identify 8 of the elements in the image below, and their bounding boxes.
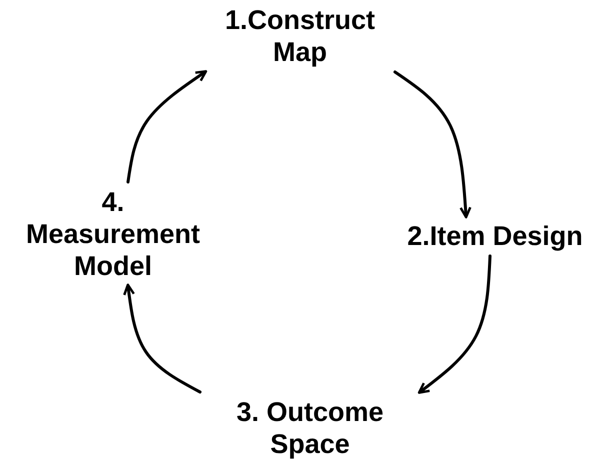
step-label: 2.Item Design [406, 220, 584, 252]
curved-arrow [418, 254, 492, 394]
curved-arrow [126, 70, 208, 184]
curved-arrow [123, 284, 202, 394]
step-label: 1.Construct Map [224, 4, 376, 68]
curved-arrow [394, 70, 472, 218]
step-label: 3. Outcome Space [235, 396, 385, 460]
step-label: 4. Measurement Model [24, 186, 202, 282]
